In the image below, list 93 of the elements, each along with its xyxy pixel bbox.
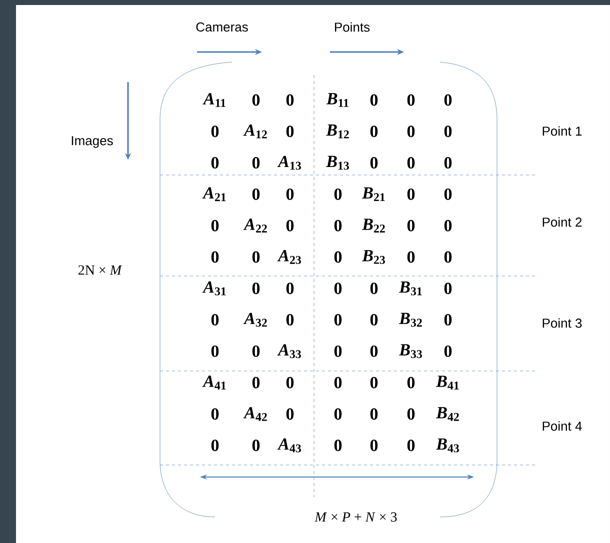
matrix-entry: 0 [444, 126, 452, 138]
matrix-entry: 0 [211, 408, 219, 420]
matrix-entry: 0 [370, 345, 378, 357]
matrix-entry: 0 [211, 126, 219, 138]
matrix-entry: 0 [286, 282, 294, 294]
matrix-entry: 0 [252, 157, 260, 169]
matrix-entry: B$_{13}$ [326, 156, 349, 170]
matrix-entry: 0 [334, 220, 342, 232]
matrix-entry: 0 [252, 345, 260, 357]
matrix-entry: B$_{42}$ [436, 407, 459, 421]
matrix-entry: A$_{33}$ [277, 344, 301, 358]
matrix-entry: 0 [252, 376, 260, 388]
matrix-entry: 0 [286, 188, 294, 200]
matrix-entry: A$_{43}$ [277, 438, 301, 452]
matrix-entry: A$_{12}$ [243, 124, 267, 138]
matrix-entry: 0 [407, 408, 415, 420]
matrix-entry: B$_{43}$ [436, 438, 459, 452]
matrix-entry: B$_{21}$ [362, 187, 385, 202]
point-label: Point 2 [542, 217, 582, 227]
point-label: Point 4 [542, 421, 582, 431]
matrix-entry: B$_{31}$ [398, 281, 422, 296]
matrix-entry: 0 [286, 408, 294, 420]
matrix-entry: B$_{33}$ [398, 344, 422, 358]
matrix-entry: 0 [252, 94, 260, 106]
matrix-entry: B$_{22}$ [362, 218, 385, 232]
point-label: Point 1 [542, 126, 582, 136]
point-label: Point 3 [542, 318, 582, 328]
matrix-entry: 0 [211, 157, 219, 169]
matrix-entry: 0 [334, 314, 342, 326]
matrix-entry: 0 [370, 126, 378, 138]
matrix-entry: A$_{22}$ [243, 218, 267, 232]
matrix-entry: 0 [334, 408, 342, 420]
matrix-entry: 0 [334, 345, 342, 357]
matrix-entry: 0 [252, 188, 260, 200]
matrix-entry: 0 [334, 251, 342, 263]
matrix-entry: 0 [407, 188, 415, 200]
matrix-entry: 0 [334, 440, 342, 452]
matrix-entry: 0 [211, 440, 219, 452]
matrix-entry: 0 [407, 376, 415, 388]
matrix-entry: 0 [407, 220, 415, 232]
matrix-entry: B$_{11}$ [326, 93, 348, 107]
matrix-entry: 0 [444, 314, 452, 326]
matrix-entry: A$_{42}$ [243, 407, 267, 421]
matrix-entry: 0 [286, 126, 294, 138]
matrix-entry: 0 [334, 282, 342, 294]
axis-label: Images [72, 136, 113, 148]
matrix-entry: 0 [286, 94, 294, 106]
axis-label: Cameras [196, 22, 248, 32]
matrix-entry: 0 [211, 345, 219, 357]
matrix-entry: A$_{21}$ [202, 187, 226, 202]
matrix-entry: 0 [286, 314, 294, 326]
dimension-label: M × P + N × 3 [314, 512, 397, 522]
matrix-entry: 0 [334, 188, 342, 200]
matrix-entry: B$_{41}$ [436, 376, 459, 390]
matrix-entry: 0 [211, 314, 219, 326]
matrix-entry: 0 [252, 282, 260, 294]
matrix-entry: 0 [370, 282, 378, 294]
matrix-entry: 0 [407, 94, 415, 106]
matrix-entry: 0 [407, 126, 415, 138]
matrix-entry: 0 [444, 220, 452, 232]
matrix-entry: 0 [252, 251, 260, 263]
matrix-entry: 0 [444, 251, 452, 263]
matrix-entry: A$_{31}$ [202, 281, 226, 296]
matrix-entry: 0 [444, 282, 452, 294]
matrix-entry: 0 [370, 314, 378, 326]
matrix-entry: A$_{13}$ [277, 156, 301, 170]
matrix-entry: 0 [370, 376, 378, 388]
matrix-entry: 0 [286, 376, 294, 388]
matrix-entry: B$_{12}$ [326, 124, 349, 138]
matrix-entry: 0 [407, 251, 415, 263]
matrix-entry: A$_{41}$ [202, 376, 226, 390]
matrix-entry: 0 [370, 157, 378, 169]
matrix-entry: 0 [407, 157, 415, 169]
matrix-entry: 0 [370, 408, 378, 420]
dimension-label: 2N × M [78, 265, 122, 275]
matrix-entry: 0 [407, 440, 415, 452]
matrix-entry: 0 [211, 251, 219, 263]
matrix-entry: 0 [444, 157, 452, 169]
matrix-entry: 0 [370, 440, 378, 452]
matrix-entry: 0 [370, 94, 378, 106]
matrix-entry: 0 [252, 440, 260, 452]
matrix-entry: 0 [444, 94, 452, 106]
axis-label: Points [335, 22, 370, 32]
matrix-entry: A$_{32}$ [243, 312, 267, 327]
matrix-entry: 0 [334, 376, 342, 388]
matrix-entry: 0 [211, 220, 219, 232]
matrix-entry: A$_{11}$ [202, 93, 226, 107]
matrix-entry: 0 [286, 220, 294, 232]
matrix-entry: A$_{23}$ [277, 250, 301, 264]
matrix-entry: B$_{32}$ [398, 312, 422, 327]
matrix-entry: 0 [444, 345, 452, 357]
matrix-entry: B$_{23}$ [362, 250, 385, 264]
matrix-entry: 0 [444, 188, 452, 200]
